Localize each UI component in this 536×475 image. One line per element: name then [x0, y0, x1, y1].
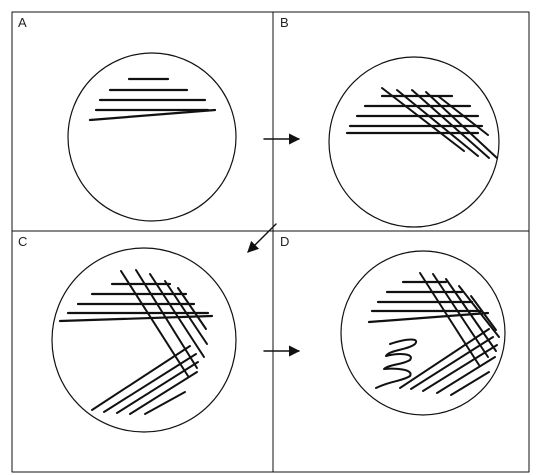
streak-b-8 [411, 89, 490, 159]
streak-group-c-tertiary [91, 345, 199, 415]
streak-group-d-tertiary [399, 328, 498, 396]
panel-grid [11, 11, 530, 473]
streak-d-10 [470, 295, 497, 331]
streak-d-7 [432, 273, 489, 358]
streak-d-12 [410, 336, 494, 390]
streak-group-d-primary [367, 280, 490, 324]
streak-group-b-secondary [381, 87, 498, 159]
streak-c-13 [116, 361, 199, 414]
streak-group-c-secondary [120, 269, 208, 377]
streak-d-6 [419, 272, 480, 366]
panel-label-d: D [280, 234, 289, 249]
petri-dish-b [328, 56, 500, 228]
panel-label-b: B [280, 15, 289, 30]
streak-c-7 [135, 269, 198, 369]
streak-group-d-secondary [419, 272, 500, 366]
panel-a [67, 52, 237, 222]
streak-group-a [88, 77, 217, 122]
streak-c-15 [144, 391, 186, 415]
panel-label-c: C [18, 234, 27, 249]
streak-d-15 [450, 371, 490, 396]
streak-b-6 [381, 87, 465, 152]
streak-c-12 [103, 353, 197, 413]
petri-dish-a [67, 52, 237, 222]
streak-c-8 [149, 273, 205, 358]
transition-arrows [247, 133, 301, 357]
arrow-b-to-c [247, 223, 277, 253]
panel-c [51, 247, 237, 433]
panel-d [340, 250, 506, 416]
streak-b-7 [396, 89, 479, 157]
streak-d-14 [436, 356, 496, 394]
streak-c-6 [120, 270, 189, 377]
streak-c-11 [91, 345, 191, 411]
streak-d-5 [367, 311, 490, 324]
panel-b [328, 56, 500, 228]
streak-d-11 [399, 328, 490, 389]
streak-c-10 [177, 287, 207, 330]
streak-b-9 [425, 91, 498, 159]
streak-d-13 [422, 344, 498, 392]
streak-d-16 [375, 338, 418, 389]
petri-dish-c [51, 247, 237, 433]
streak-group-d-quaternary [375, 338, 418, 389]
streak-d-9 [458, 285, 500, 338]
streak-c-9 [164, 280, 208, 345]
outer-frame [11, 11, 530, 473]
streak-group-c-primary [58, 282, 214, 323]
streak-b-10 [437, 95, 489, 136]
petri-dish-d [340, 250, 506, 416]
streak-c-5 [58, 314, 214, 323]
streak-c-14 [129, 371, 198, 415]
streak-d-8 [445, 278, 497, 352]
streak-a-5 [88, 108, 217, 122]
panel-label-a: A [18, 15, 27, 30]
